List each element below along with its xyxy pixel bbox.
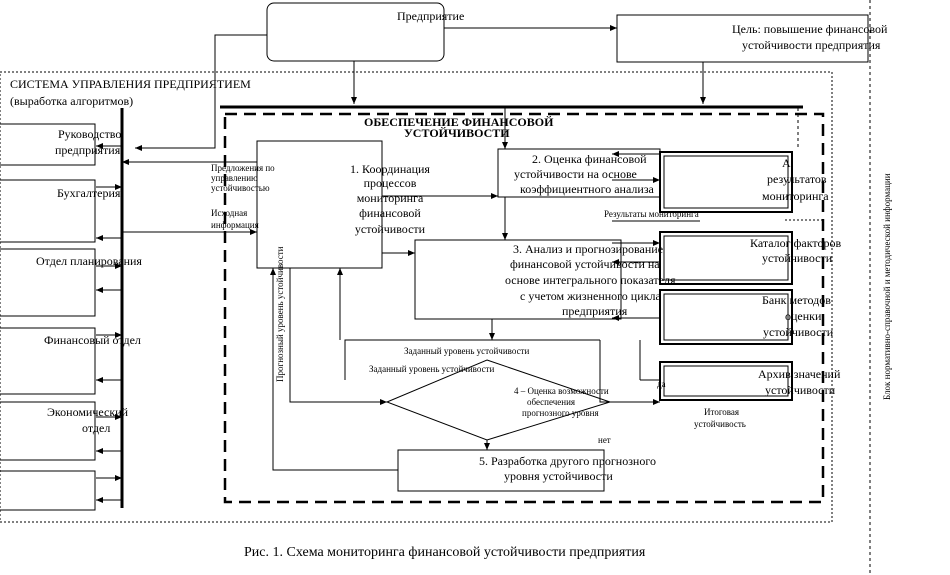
main-block-title: ОБЕСПЕЧЕНИЕ ФИНАНСОВОЙ <box>364 115 554 129</box>
step2-line: коэффициентного анализа <box>520 182 654 196</box>
right-box-label: результатов <box>767 172 827 186</box>
goal-box <box>616 14 869 63</box>
system-frame <box>0 71 833 523</box>
proposals-label: управлению <box>211 173 258 183</box>
initial-info-label: Исходная <box>211 208 248 218</box>
target-level-label: Заданный уровень устойчивости <box>369 364 495 374</box>
right-box-inner <box>663 155 789 209</box>
coordination-box <box>256 140 383 269</box>
department-label: Руководство <box>58 127 122 141</box>
department-label: отдел <box>82 421 111 435</box>
coordination-line: финансовой <box>359 206 421 220</box>
right-box-label: устойчивости <box>762 251 833 265</box>
enterprise-box <box>266 2 445 62</box>
department-label: Финансовый отдел <box>44 333 141 347</box>
right-box <box>659 361 793 401</box>
step5-line: 5. Разработка другого прогнозного <box>479 454 656 468</box>
system-title: СИСТЕМА УПРАВЛЕНИЯ ПРЕДПРИЯТИЕМ <box>10 77 251 91</box>
main-block-frame <box>223 112 825 504</box>
forecast-level-label: Прогнозный уровень устойчивости <box>275 246 285 382</box>
coordination-line: устойчивости <box>354 222 426 236</box>
right-box <box>659 289 793 345</box>
department-label: Бухгалтерия <box>57 186 121 200</box>
coordination-line: процессов <box>363 176 417 190</box>
right-box <box>659 231 793 285</box>
goal-line2: устойчивости предприятия <box>742 38 881 52</box>
department-label: Экономический <box>47 405 129 419</box>
initial-info-label: информация <box>211 220 259 230</box>
department-label: Отдел планирования <box>36 254 142 268</box>
side-info-block-label: Блок нормативно-справочной и методическо… <box>882 173 892 400</box>
proposals-label: устойчивостью <box>211 183 270 193</box>
right-box <box>659 151 793 213</box>
right-box-label: Банк методов <box>762 293 831 307</box>
step4-line: 4 – Оценка возможности <box>514 386 609 396</box>
main-block-title: УСТОЙЧИВОСТИ <box>404 126 510 140</box>
enterprise-label: Предприятие <box>397 9 465 23</box>
department-box <box>0 179 96 243</box>
right-box-inner <box>663 293 789 341</box>
coordination-line: мониторинга <box>356 191 424 205</box>
step3-line: 3. Анализ и прогнозирование <box>513 242 664 256</box>
step3-box <box>414 239 622 320</box>
department-box <box>0 327 96 395</box>
step3-line: с учетом жизненного цикла <box>520 289 661 303</box>
system-subtitle: (выработка алгоритмов) <box>10 94 134 108</box>
step4-line: прогнозного уровня <box>522 408 599 418</box>
step2-line: устойчивости на основе <box>514 167 637 181</box>
monitoring-results-label: Результаты мониторинга <box>604 209 699 219</box>
proposals-label: Предложения по <box>211 163 275 173</box>
figure-caption: Рис. 1. Схема мониторинга финансовой уст… <box>244 545 646 560</box>
right-box-label: А <box>782 156 791 170</box>
department-box <box>0 401 96 461</box>
target-level-label: Заданный уровень устойчивости <box>404 346 530 356</box>
department-label: предприятия <box>55 143 121 157</box>
department-box <box>0 248 96 317</box>
goal-line1: Цель: повышение финансовой <box>732 22 888 36</box>
right-box-label: Архив значений <box>758 367 841 381</box>
right-box-label: мониторинга <box>762 189 829 203</box>
right-box-inner <box>663 235 789 281</box>
right-box-inner <box>663 365 789 397</box>
step3-line: финансовой устойчивости на <box>510 257 660 271</box>
final-level-label: Итоговая <box>704 407 740 417</box>
right-box-label: оценки <box>785 309 822 323</box>
department-box <box>0 123 96 166</box>
step2-line: 2. Оценка финансовой <box>532 152 647 166</box>
final-level-label: устойчивость <box>694 419 746 429</box>
department-box <box>0 470 96 511</box>
right-box-label: устойчивости <box>765 383 836 397</box>
right-box-label: Каталог факторов <box>750 236 842 250</box>
right-box-label: устойчивости <box>763 325 834 339</box>
step3-line: основе интегрального показателя <box>505 273 676 287</box>
no-label: нет <box>598 435 611 445</box>
step5-line: уровня устойчивости <box>504 469 613 483</box>
yes-label: да <box>657 379 666 389</box>
step4-line: обеспечения <box>527 397 576 407</box>
step3-line: предприятия <box>562 304 628 318</box>
coordination-line: 1. Координация <box>350 162 430 176</box>
